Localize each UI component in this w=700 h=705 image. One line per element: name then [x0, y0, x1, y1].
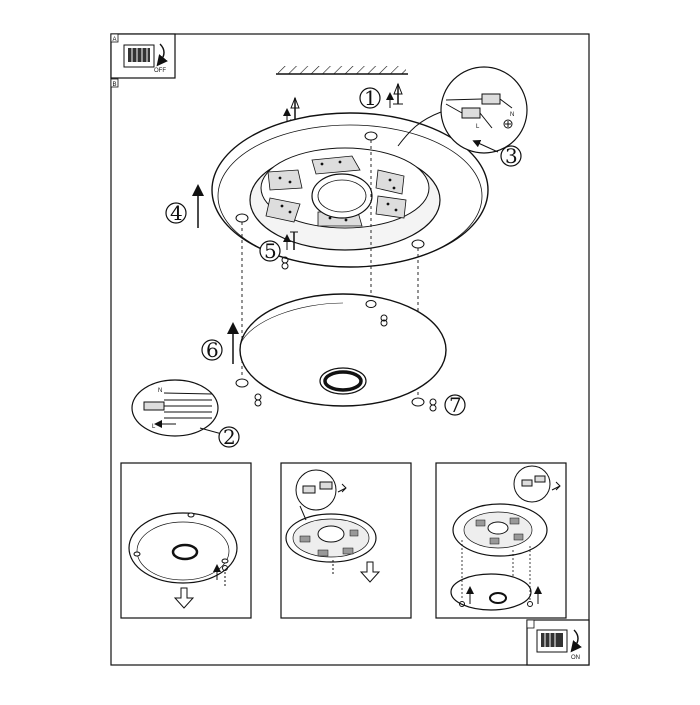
step-2-marker: 2	[199, 425, 240, 449]
wiring-detail: N L	[131, 379, 219, 437]
down-arrow-icon	[359, 561, 381, 583]
step-4-marker: 4	[165, 184, 204, 228]
wire-label-n: N	[510, 112, 514, 118]
step-3-label: 3	[505, 144, 518, 168]
ceiling-mount	[276, 66, 408, 75]
panel-reassemble	[435, 462, 567, 619]
step-5-marker: 5	[259, 231, 298, 270]
fixing-screw-icon	[281, 231, 298, 270]
down-arrow-icon	[173, 587, 195, 609]
step-2-label: 2	[223, 425, 236, 449]
terminal-block-icon	[445, 93, 513, 129]
wire-label-n: N	[158, 388, 162, 394]
switch-off-box: A OFF B	[110, 33, 176, 88]
diffuser-cover	[239, 293, 447, 407]
wire-label-l: L	[476, 124, 480, 130]
step-6-label: 6	[206, 338, 219, 362]
panel-remove-cover	[120, 462, 252, 619]
panel-disconnect	[280, 462, 412, 619]
connector-detail: N L	[397, 66, 528, 154]
switch-on-box: ON	[526, 619, 590, 666]
step-4-label: 4	[170, 201, 183, 225]
step-5-label: 5	[264, 239, 277, 263]
wire-label-l: L	[152, 424, 156, 430]
step-7-marker: 7	[411, 393, 466, 417]
switch-on-label: ON	[571, 655, 580, 661]
corner-label-b: B	[113, 82, 117, 88]
diagram-frame	[110, 33, 590, 666]
step-3-marker: 3	[472, 140, 522, 168]
switch-icon	[123, 43, 168, 68]
step-7-label: 7	[449, 393, 462, 417]
step-1-label: 1	[364, 86, 377, 110]
switch-off-label: OFF	[154, 68, 166, 74]
step-6-marker: 6	[201, 322, 262, 407]
corner-label-a: A	[113, 37, 117, 43]
ceiling-screw-icon	[386, 82, 403, 108]
step-1-marker: 1	[359, 86, 381, 110]
switch-icon	[536, 629, 582, 653]
base-plate	[211, 112, 489, 268]
